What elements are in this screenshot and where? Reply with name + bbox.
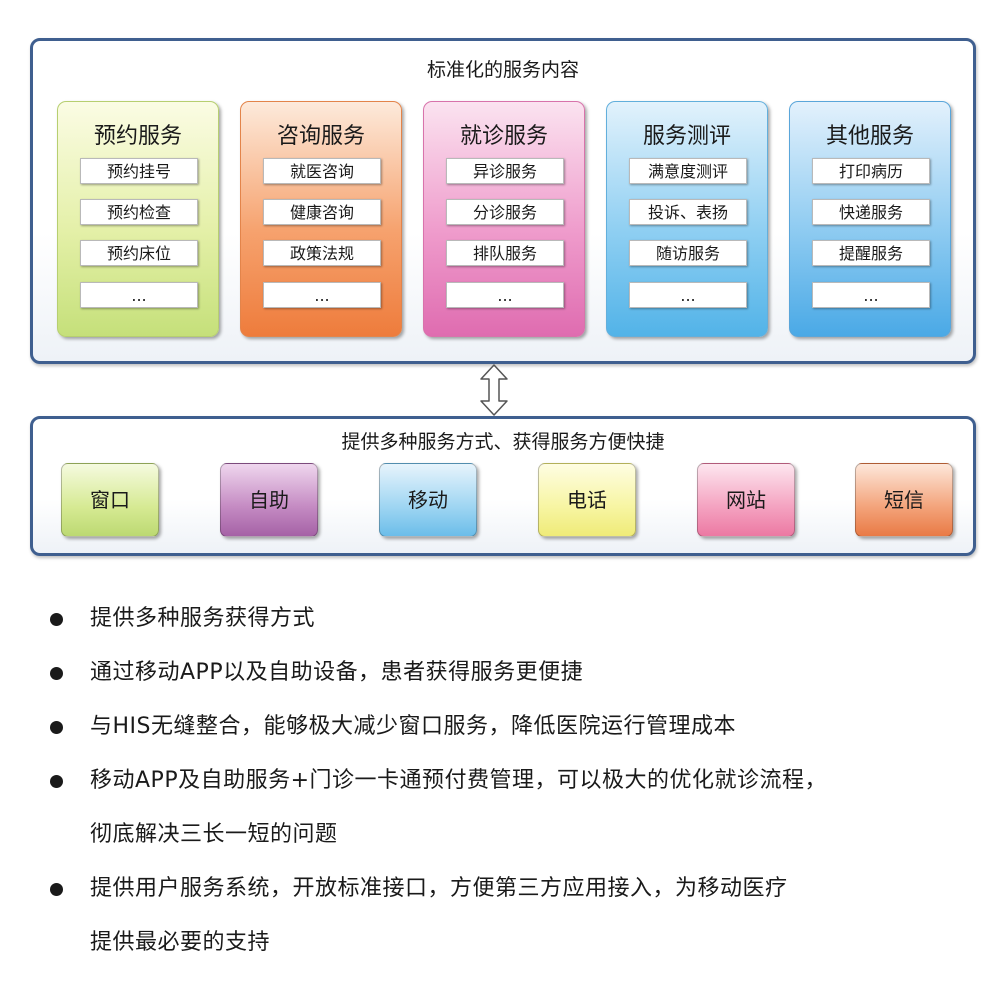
column-other: 其他服务 打印病历 快递服务 提醒服务 ... [789, 101, 951, 337]
service-item-more: ... [446, 282, 564, 308]
service-item: 投诉、表扬 [629, 199, 747, 225]
service-item: 政策法规 [263, 240, 381, 266]
column-title: 咨询服务 [276, 124, 365, 149]
service-item: 随访服务 [629, 240, 747, 266]
column-title: 服务测评 [642, 124, 731, 149]
feature-item: 通过移动APP以及自助设备，患者获得服务更便捷 [48, 646, 988, 700]
channel-website: 网站 [697, 463, 795, 537]
service-item: 分诊服务 [446, 199, 564, 225]
bullet-dot-icon [50, 775, 63, 788]
service-item: 预约检查 [80, 199, 198, 225]
service-item: 提醒服务 [812, 240, 930, 266]
column-title: 预约服务 [93, 124, 182, 149]
column-visit: 就诊服务 异诊服务 分诊服务 排队服务 ... [423, 101, 585, 337]
channel-window: 窗口 [61, 463, 159, 537]
column-appointment: 预约服务 预约挂号 预约检查 预约床位 ... [57, 101, 219, 337]
feature-text: 与HIS无缝整合，能够极大减少窗口服务，降低医院运行管理成本 [90, 714, 736, 739]
feature-text: 通过移动APP以及自助设备，患者获得服务更便捷 [90, 660, 584, 685]
bullet-dot-icon [50, 667, 63, 680]
standard-services-panel: 标准化的服务内容 预约服务 预约挂号 预约检查 预约床位 ... 咨询服务 就医… [30, 38, 976, 364]
feature-item: 提供用户服务系统，开放标准接口，方便第三方应用接入，为移动医疗 提供最必要的支持 [48, 862, 988, 970]
bullet-dot-icon [50, 721, 63, 734]
feature-item: 移动APP及自助服务+门诊一卡通预付费管理，可以极大的优化就诊流程， 彻底解决三… [48, 754, 988, 862]
channel-phone: 电话 [538, 463, 636, 537]
service-item: 满意度测评 [629, 158, 747, 184]
feature-text: 提供用户服务系统，开放标准接口，方便第三方应用接入，为移动医疗 [90, 876, 788, 901]
feature-list: 提供多种服务获得方式 通过移动APP以及自助设备，患者获得服务更便捷 与HIS无… [48, 592, 988, 970]
standard-services-title: 标准化的服务内容 [426, 59, 579, 81]
column-title: 其他服务 [825, 124, 914, 149]
service-item: 排队服务 [446, 240, 564, 266]
service-item-more: ... [80, 282, 198, 308]
column-consultation: 咨询服务 就医咨询 健康咨询 政策法规 ... [240, 101, 402, 337]
service-item: 预约挂号 [80, 158, 198, 184]
feature-text-continued: 彻底解决三长一短的问题 [90, 822, 338, 847]
service-item-more: ... [812, 282, 930, 308]
channel-mobile: 移动 [379, 463, 477, 537]
feature-item: 提供多种服务获得方式 [48, 592, 988, 646]
channel-self-service: 自助 [220, 463, 318, 537]
feature-text: 移动APP及自助服务+门诊一卡通预付费管理，可以极大的优化就诊流程， [90, 768, 828, 793]
feature-text-continued: 提供最必要的支持 [90, 930, 271, 955]
column-title: 就诊服务 [459, 124, 548, 149]
service-item-more: ... [629, 282, 747, 308]
bullet-dot-icon [50, 883, 63, 896]
service-item: 健康咨询 [263, 199, 381, 225]
channel-sms: 短信 [855, 463, 953, 537]
service-channels-title: 提供多种服务方式、获得服务方便快捷 [341, 431, 665, 453]
service-item: 异诊服务 [446, 158, 564, 184]
service-item: 打印病历 [812, 158, 930, 184]
service-item: 就医咨询 [263, 158, 381, 184]
service-channels-panel: 提供多种服务方式、获得服务方便快捷 窗口 自助 移动 电话 网站 短信 [30, 416, 976, 556]
double-arrow-icon [480, 364, 508, 416]
service-item: 快递服务 [812, 199, 930, 225]
service-item-more: ... [263, 282, 381, 308]
column-evaluation: 服务测评 满意度测评 投诉、表扬 随访服务 ... [606, 101, 768, 337]
service-item: 预约床位 [80, 240, 198, 266]
feature-item: 与HIS无缝整合，能够极大减少窗口服务，降低医院运行管理成本 [48, 700, 988, 754]
bullet-dot-icon [50, 613, 63, 626]
feature-text: 提供多种服务获得方式 [90, 606, 316, 631]
